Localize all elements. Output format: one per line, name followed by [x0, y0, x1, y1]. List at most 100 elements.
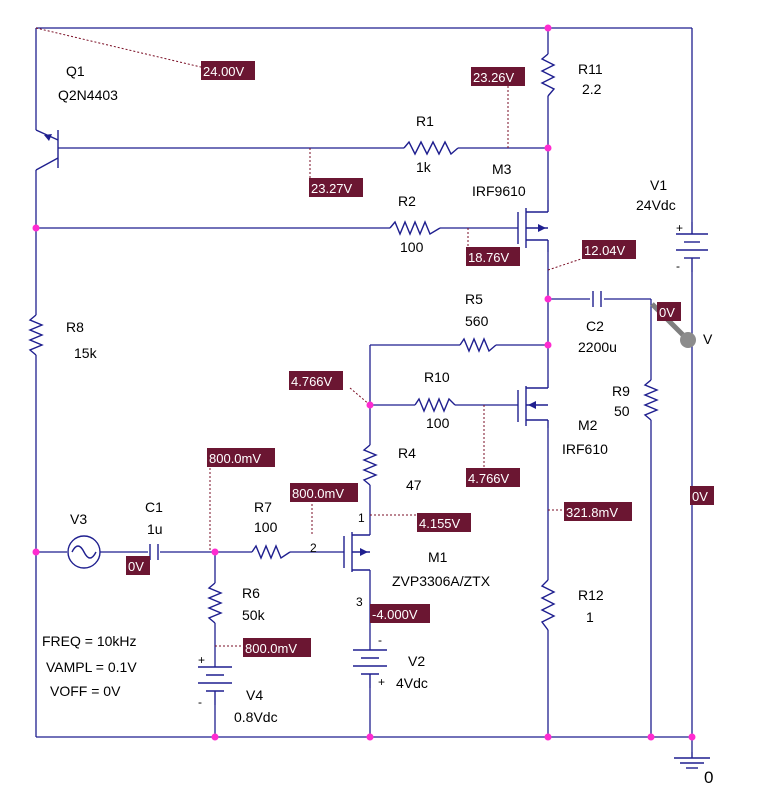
svg-text:+: + — [198, 653, 205, 667]
r7-resistor — [251, 544, 291, 560]
voltage-tag: 0V — [126, 556, 150, 575]
svg-text:4.155V: 4.155V — [419, 516, 461, 531]
voltage-tag: 24.00V — [201, 61, 255, 80]
voltage-tag: 12.04V — [582, 240, 636, 259]
v3-vampl: VAMPL = 0.1V — [46, 659, 137, 675]
m1-gate-pin: 2 — [310, 541, 317, 555]
svg-text:321.8mV: 321.8mV — [566, 505, 618, 520]
voltage-tag: 321.8mV — [564, 502, 632, 521]
voltage-tag: 4.766V — [289, 371, 343, 390]
v3-ref: V3 — [70, 511, 87, 527]
m2-ref: M2 — [578, 417, 598, 433]
voltage-tag: 800.0mV — [207, 448, 275, 467]
svg-text:0V: 0V — [692, 489, 708, 504]
r11-ref: R11 — [578, 61, 603, 77]
m1-ref: M1 — [428, 549, 448, 565]
voltage-tag: 18.76V — [466, 247, 520, 266]
voltage-tag: 800.0mV — [290, 483, 358, 502]
r12-resistor — [540, 579, 556, 631]
voltage-tag: -4.000V — [370, 604, 430, 623]
r8-ref: R8 — [66, 319, 84, 335]
junction-dots — [32, 24, 696, 741]
r4-ref: R4 — [398, 445, 416, 461]
m1-model: ZVP3306A/ZTX — [392, 573, 491, 589]
m3-model: IRF9610 — [472, 183, 526, 199]
r4-resistor — [362, 444, 378, 486]
r5-resistor — [459, 337, 497, 353]
r7-value: 100 — [254, 519, 278, 535]
r10-value: 100 — [426, 415, 450, 431]
svg-text:800.0mV: 800.0mV — [245, 641, 297, 656]
r2-ref: R2 — [398, 193, 416, 209]
ground-label: 0 — [704, 768, 713, 787]
probe-lines — [35, 27, 585, 647]
m3-ref: M3 — [492, 161, 512, 177]
c1-value: 1u — [147, 521, 163, 537]
m2-model: IRF610 — [562, 441, 608, 457]
r6-value: 50k — [242, 607, 266, 623]
m2-mosfet — [517, 380, 549, 428]
svg-text:-: - — [676, 259, 680, 273]
v1-value: 24Vdc — [636, 197, 676, 213]
m1-drain-pin: 1 — [358, 511, 365, 525]
r12-ref: R12 — [578, 587, 604, 603]
m1-source-pin: 3 — [356, 595, 363, 609]
r1-ref: R1 — [416, 113, 434, 129]
svg-text:24.00V: 24.00V — [203, 64, 245, 79]
c2-capacitor — [592, 291, 602, 307]
voltage-tag: 23.27V — [309, 178, 363, 197]
svg-text:18.76V: 18.76V — [468, 250, 510, 265]
svg-text:800.0mV: 800.0mV — [209, 451, 261, 466]
c1-ref: C1 — [145, 499, 163, 515]
ground-symbol — [674, 752, 710, 769]
c2-ref: C2 — [586, 318, 604, 334]
svg-text:23.26V: 23.26V — [473, 70, 515, 85]
v2-ref: V2 — [408, 653, 425, 669]
svg-text:4.766V: 4.766V — [291, 374, 333, 389]
c1-capacitor — [149, 544, 159, 560]
r1-value: 1k — [416, 159, 432, 175]
r2-resistor — [389, 220, 441, 236]
r1-resistor — [403, 140, 459, 156]
q1-transistor — [35, 129, 59, 171]
v4-battery: + - — [198, 653, 232, 709]
v2-value: 4Vdc — [396, 675, 428, 691]
v4-ref: V4 — [246, 687, 263, 703]
svg-text:0V: 0V — [128, 559, 144, 574]
r9-ref: R9 — [612, 383, 630, 399]
svg-text:-: - — [198, 695, 202, 709]
q1-ref: Q1 — [66, 63, 85, 79]
v1-ref: V1 — [650, 177, 667, 193]
r8-value: 15k — [74, 345, 98, 361]
r10-ref: R10 — [424, 369, 450, 385]
voltage-tag: 0V — [690, 486, 714, 505]
r2-value: 100 — [400, 239, 424, 255]
r9-resistor — [643, 379, 659, 421]
v4-value: 0.8Vdc — [234, 709, 278, 725]
probe-marker-label: V — [703, 331, 713, 347]
r7-ref: R7 — [254, 499, 272, 515]
svg-text:12.04V: 12.04V — [584, 243, 626, 258]
r11-resistor — [540, 53, 556, 97]
r9-value: 50 — [614, 403, 630, 419]
v3-ac-source — [67, 535, 101, 569]
svg-text:+: + — [676, 221, 683, 235]
r6-resistor — [207, 582, 223, 624]
svg-text:4.766V: 4.766V — [468, 471, 510, 486]
svg-text:-: - — [378, 633, 382, 647]
c2-value: 2200u — [578, 339, 617, 355]
r12-value: 1 — [586, 609, 594, 625]
v2-battery: - + — [353, 633, 387, 689]
r6-ref: R6 — [242, 585, 260, 601]
v3-freq: FREQ = 10kHz — [42, 633, 137, 649]
r5-value: 560 — [465, 313, 489, 329]
q1-model: Q2N4403 — [58, 87, 118, 103]
voltage-tag: 23.26V — [471, 67, 525, 86]
r5-ref: R5 — [465, 291, 483, 307]
voltage-tag: 4.766V — [466, 468, 520, 487]
voltage-tag: 0V — [657, 302, 681, 321]
v1-battery: + - — [676, 221, 708, 273]
svg-text:0V: 0V — [659, 305, 675, 320]
svg-text:+: + — [378, 675, 385, 689]
